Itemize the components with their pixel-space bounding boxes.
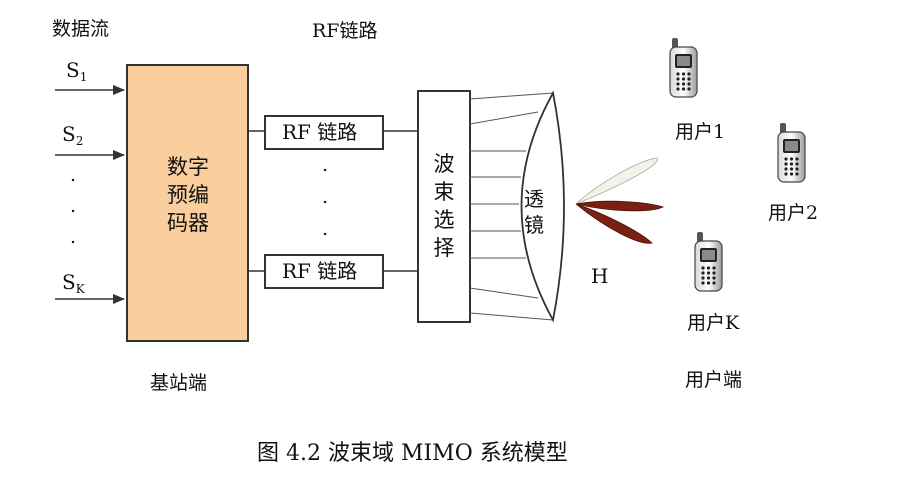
beam-pale xyxy=(575,157,658,205)
rf-chain-box-1-label: RF 链路 xyxy=(282,120,358,144)
user-k-label: 用户K xyxy=(687,312,740,334)
mobile-phone-icon xyxy=(669,37,698,98)
ellipsis-dot: . xyxy=(322,186,329,208)
mobile-phone-icon xyxy=(777,122,806,183)
beam-red-lower xyxy=(575,203,653,244)
rf-chain-box-1 xyxy=(264,115,384,150)
lens-shape xyxy=(520,90,565,323)
lens-label: 透 镜 xyxy=(524,187,544,237)
beam-selection-label: 波 束 选 择 xyxy=(433,152,455,260)
lens-feed-lines xyxy=(469,92,554,321)
user-side-label: 用户端 xyxy=(685,369,743,391)
stream-sk-label: SK xyxy=(62,270,85,296)
channel-h-label: H xyxy=(591,264,609,288)
base-station-label: 基站端 xyxy=(150,372,208,394)
ellipsis-dot: . xyxy=(322,154,329,176)
stream-s2-label: S2 xyxy=(62,122,84,148)
digital-precoder-block xyxy=(126,64,249,342)
ellipsis-dot: . xyxy=(70,195,77,217)
precoder-label: 数字 预编 码器 xyxy=(167,155,209,235)
beam-red-upper xyxy=(575,200,665,212)
rf-chain-box-k-label: RF 链路 xyxy=(282,259,358,283)
ellipsis-dot: . xyxy=(70,226,77,248)
rf-chain-title: RF链路 xyxy=(312,20,378,42)
ellipsis-dot: . xyxy=(322,218,329,240)
mobile-phone-icon xyxy=(694,231,723,292)
user-2-label: 用户2 xyxy=(768,202,819,224)
rf-chain-box-k xyxy=(264,254,384,289)
stream-s1-label: S1 xyxy=(66,58,88,84)
user-1-label: 用户1 xyxy=(675,121,726,143)
beam-selection-block xyxy=(417,90,471,323)
ellipsis-dot: . xyxy=(70,164,77,186)
figure-caption: 图 4.2 波束域 MIMO 系统模型 xyxy=(257,441,568,466)
data-stream-label: 数据流 xyxy=(52,18,110,40)
